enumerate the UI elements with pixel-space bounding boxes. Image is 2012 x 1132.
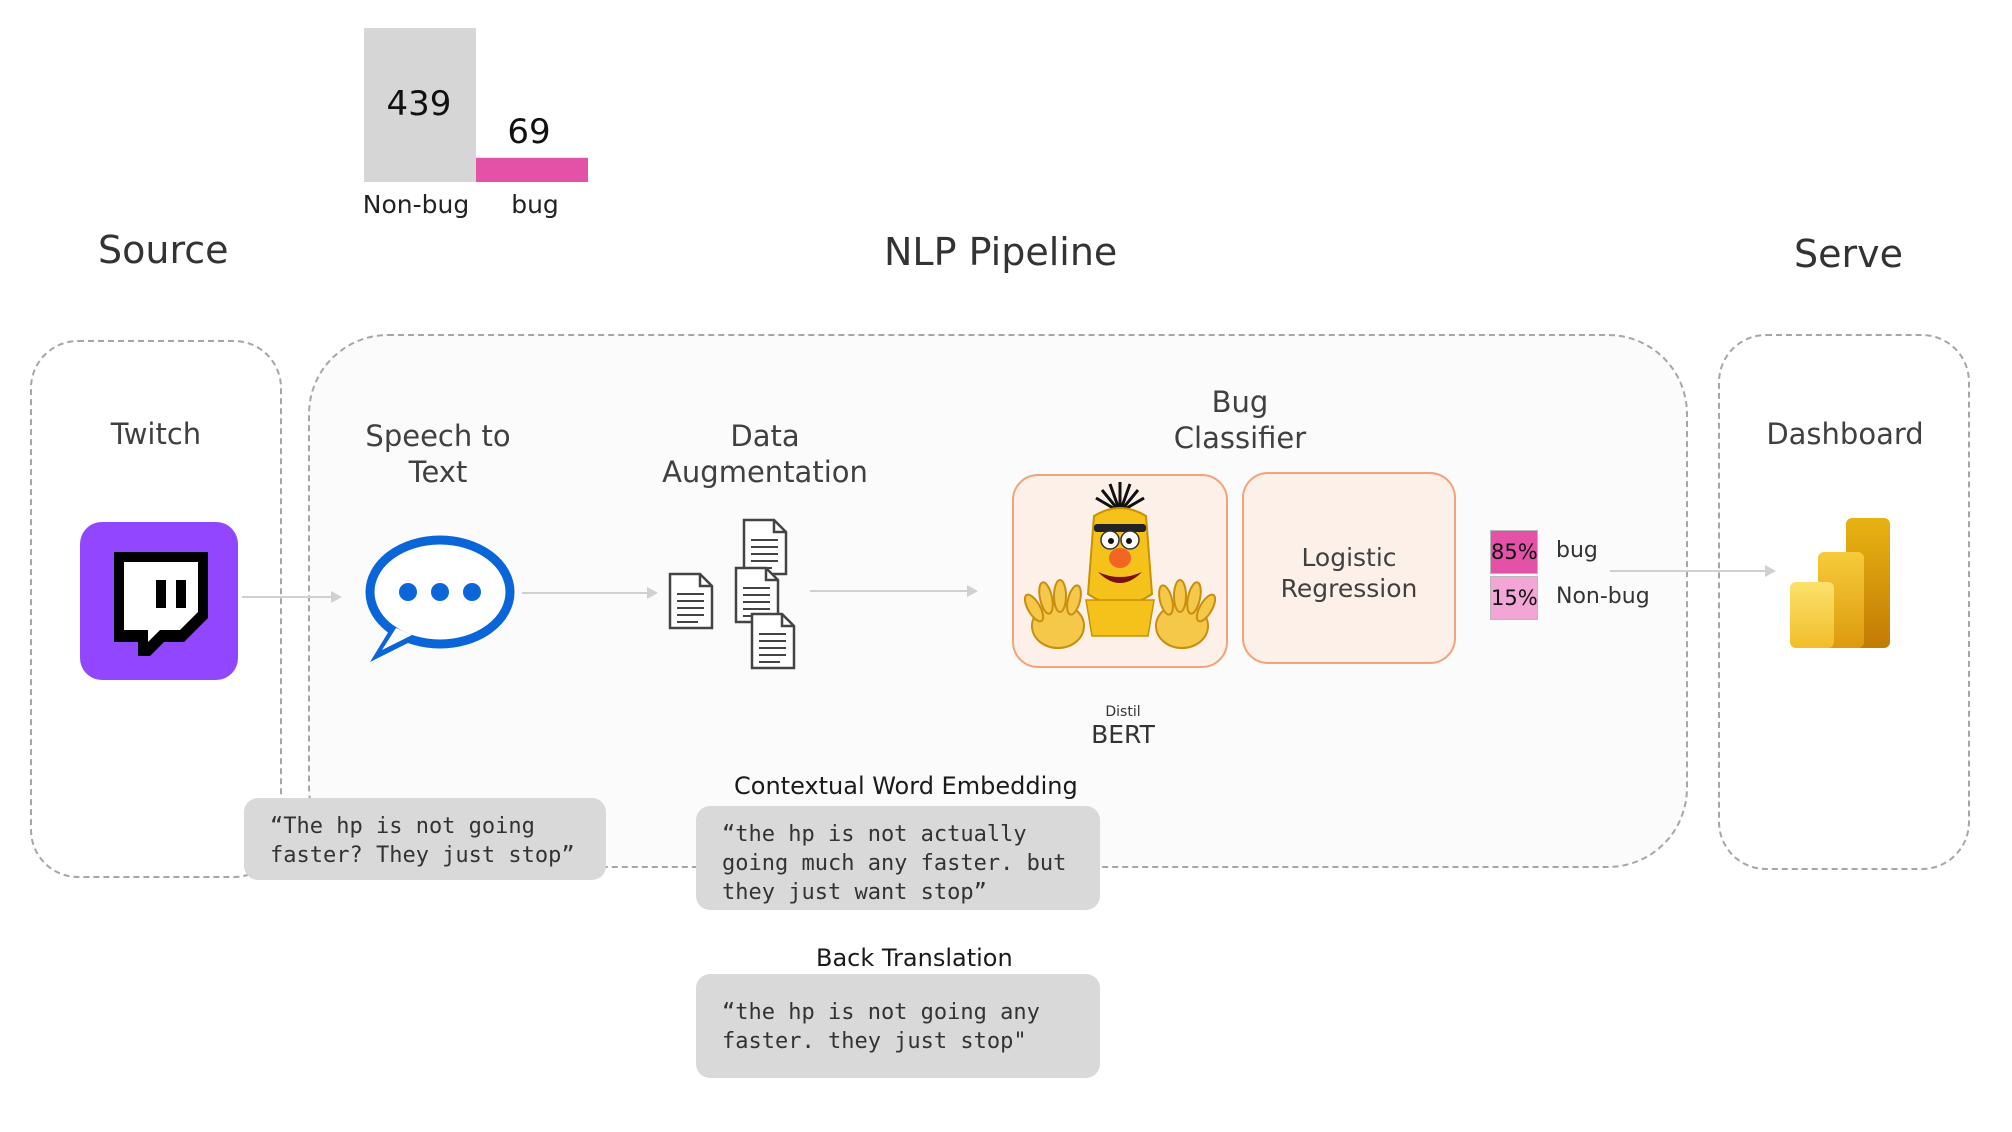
bert-muppet-icon <box>1023 482 1217 649</box>
bar-category-nonbug: Non-bug <box>362 190 470 219</box>
speech-to-text-label: Speech to Text <box>365 419 511 489</box>
contextual-word-embedding-quote: “the hp is not actually going much any f… <box>696 806 1100 910</box>
section-title-serve: Serve <box>1794 232 1903 276</box>
original-transcript-quote: “The hp is not going faster? They just s… <box>244 798 606 880</box>
bug-classifier-label: Bug Classifier <box>1173 385 1307 455</box>
twitch-label: Twitch <box>110 417 202 451</box>
section-title-nlp-pipeline: NLP Pipeline <box>884 230 1118 274</box>
serve-region <box>1718 334 1970 870</box>
logistic-regression-label: Logistic Regression <box>1280 543 1418 603</box>
arrow-speech-to-augmentation <box>522 587 658 599</box>
arrow-output-to-dashboard <box>1610 565 1776 577</box>
document-icon <box>668 572 714 630</box>
document-icon <box>750 612 796 670</box>
nonbug-percentage-cell: 15% <box>1490 576 1538 620</box>
arrow-twitch-to-speech <box>242 591 342 603</box>
bug-percentage-cell: 85% <box>1490 530 1538 574</box>
bar-category-bug: bug <box>511 190 559 219</box>
data-augmentation-label: Data Augmentation <box>662 419 868 489</box>
document-icon <box>734 566 780 624</box>
contextual-word-embedding-title: Contextual Word Embedding <box>734 772 1078 800</box>
logistic-regression-card: Logistic Regression <box>1242 472 1456 664</box>
nlp-pipeline-region <box>308 334 1688 868</box>
bert-label: BERT <box>1091 720 1155 749</box>
bar-non-bug <box>364 28 476 182</box>
bug-output-label: bug <box>1556 538 1598 563</box>
arrow-augmentation-to-classifier <box>810 585 978 597</box>
source-region <box>30 340 282 878</box>
class-distribution-chart <box>364 28 588 182</box>
bar-bug <box>476 157 588 182</box>
section-title-source: Source <box>98 228 229 272</box>
nonbug-output-label: Non-bug <box>1556 584 1650 609</box>
speech-bubble-icon <box>365 535 515 662</box>
back-translation-quote: “the hp is not going any faster. they ju… <box>696 974 1100 1078</box>
twitch-logo-icon <box>80 522 238 680</box>
power-bi-icon <box>1790 518 1890 648</box>
bar-value-nonbug: 439 <box>386 84 452 124</box>
distilbert-card <box>1012 474 1228 668</box>
distil-label: Distil <box>1105 704 1141 720</box>
back-translation-title: Back Translation <box>816 944 1013 972</box>
bar-value-bug: 69 <box>507 112 551 152</box>
dashboard-label: Dashboard <box>1766 417 1924 451</box>
